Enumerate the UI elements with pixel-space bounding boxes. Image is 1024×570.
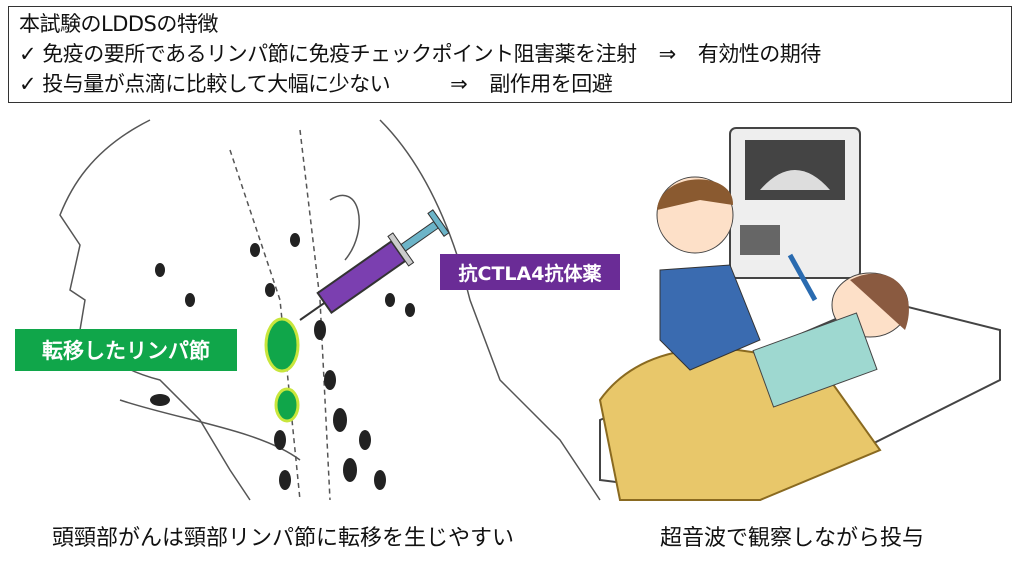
right-arrow-icon: ⇒ [450, 72, 468, 96]
check-icon: ✓ [19, 42, 37, 66]
ultrasound-keypad [740, 225, 780, 255]
summary-point-1: ✓ 免疫の要所であるリンパ節に免疫チェックポイント阻害薬を注射 ⇒ 有効性の期待 [19, 39, 1001, 69]
point-result: 有効性の期待 [697, 42, 822, 66]
ultrasound-scene [598, 127, 1001, 502]
drug-label: 抗CTLA4抗体薬 [440, 254, 620, 290]
right-caption: 超音波で観察しながら投与 [660, 526, 925, 551]
head-neck-drawing [59, 119, 601, 501]
summary-box: 本試験のLDDSの特徴 ✓ 免疫の要所であるリンパ節に免疫チェックポイント阻害薬… [8, 6, 1012, 103]
probe-syringe-icon [787, 253, 818, 302]
metastatic-node [264, 317, 300, 373]
metastatic-lymph-node-label: 転移したリンパ節 [15, 329, 237, 371]
point-text: 投与量が点滴に比較して大幅に少ない [42, 72, 391, 96]
summary-title: 本試験のLDDSの特徴 [19, 12, 218, 36]
left-caption: 頭頸部がんは頸部リンパ節に転移を生じやすい [52, 526, 515, 551]
lymph-nodes [150, 233, 415, 490]
right-arrow-icon: ⇒ [658, 42, 677, 66]
check-icon: ✓ [19, 72, 37, 96]
metastatic-node [274, 387, 300, 423]
patient-body [752, 312, 878, 408]
point-result: 副作用を回避 [489, 72, 613, 96]
summary-point-2: ✓ 投与量が点滴に比較して大幅に少ない ⇒ 副作用を回避 [19, 69, 1001, 99]
syringe-icon [299, 209, 450, 321]
point-text: 免疫の要所であるリンパ節に免疫チェックポイント阻害薬を注射 [42, 42, 637, 66]
doctor-body [659, 264, 761, 371]
